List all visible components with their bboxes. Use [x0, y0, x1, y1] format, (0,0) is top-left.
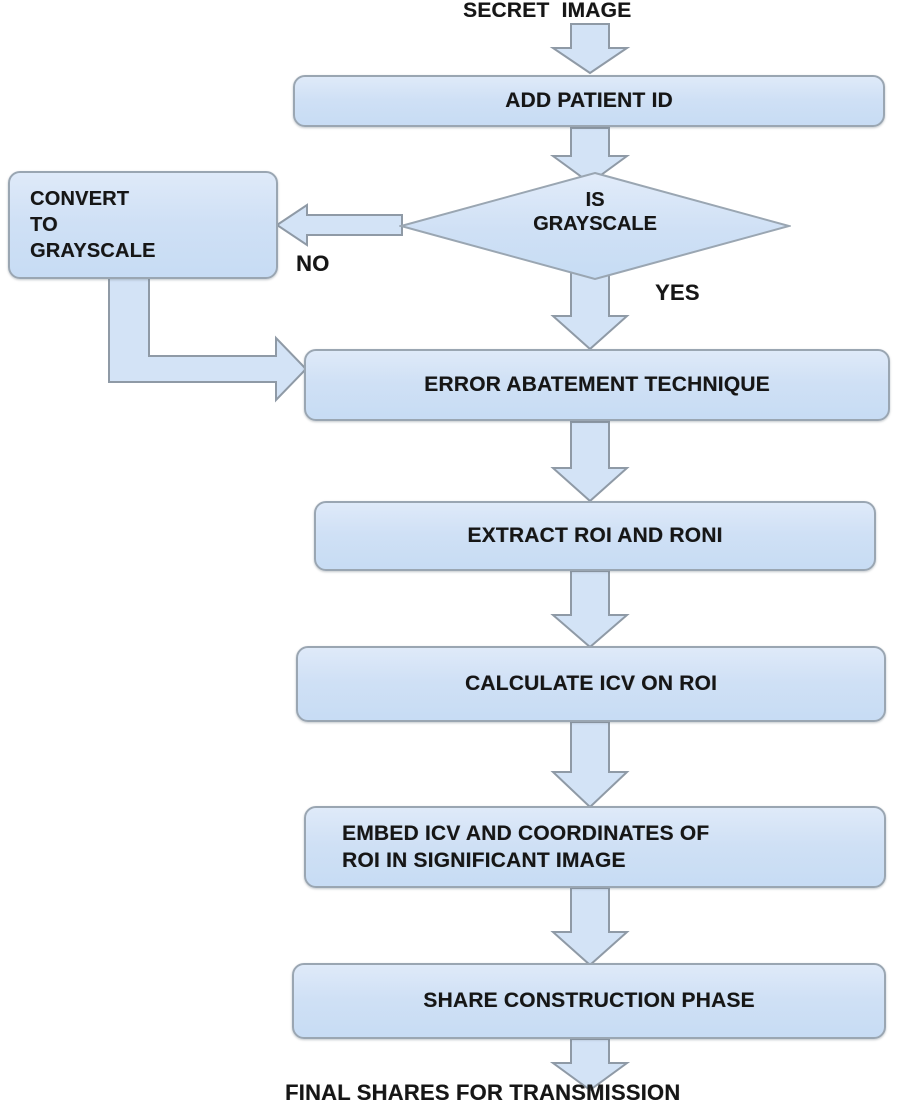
node-share-construction[interactable]: SHARE CONSTRUCTION PHASE — [292, 963, 886, 1039]
node-is-grayscale[interactable]: IS GRAYSCALE — [399, 172, 791, 280]
node-add-patient-id[interactable]: ADD PATIENT ID — [293, 75, 885, 127]
node-error-abatement[interactable]: ERROR ABATEMENT TECHNIQUE — [304, 349, 890, 421]
node-convert-to-grayscale-label: CONVERT TO GRAYSCALE — [30, 188, 156, 262]
edge-label-yes: YES — [655, 280, 700, 305]
node-embed-icv-label: EMBED ICV AND COORDINATES OF ROI IN SIGN… — [342, 821, 710, 872]
node-convert-to-grayscale[interactable]: CONVERT TO GRAYSCALE — [8, 171, 278, 279]
start-caption: SECRET IMAGE — [463, 0, 632, 22]
arrow-calculate-icv-to-embed-icv — [550, 721, 630, 809]
arrow-error-abatement-to-extract-roi — [550, 421, 630, 503]
arrow-add-patient-id-to-decision — [549, 127, 631, 185]
node-error-abatement-label: ERROR ABATEMENT TECHNIQUE — [424, 373, 770, 397]
node-embed-icv[interactable]: EMBED ICV AND COORDINATES OF ROI IN SIGN… — [304, 806, 886, 888]
edge-label-no: NO — [296, 251, 330, 276]
node-calculate-icv-label: CALCULATE ICV ON ROI — [464, 672, 718, 696]
arrow-decision-yes-to-error-abatement — [550, 271, 630, 351]
arrow-extract-roi-to-calculate-icv — [550, 570, 630, 649]
end-caption: FINAL SHARES FOR TRANSMISSION — [285, 1080, 681, 1105]
node-add-patient-id-label: ADD PATIENT ID — [505, 89, 673, 113]
node-share-construction-label: SHARE CONSTRUCTION PHASE — [423, 989, 755, 1013]
arrow-decision-no-to-convert — [275, 203, 404, 247]
arrow-start-to-add-patient-id — [549, 23, 631, 75]
arrow-share-construction-to-end — [549, 1038, 631, 1092]
arrow-embed-icv-to-share-construction — [550, 887, 630, 967]
node-extract-roi-label: EXTRACT ROI AND RONI — [467, 524, 723, 548]
node-calculate-icv[interactable]: CALCULATE ICV ON ROI — [296, 646, 886, 722]
arrow-convert-to-error-abatement — [108, 277, 308, 403]
node-extract-roi[interactable]: EXTRACT ROI AND RONI — [314, 501, 876, 571]
